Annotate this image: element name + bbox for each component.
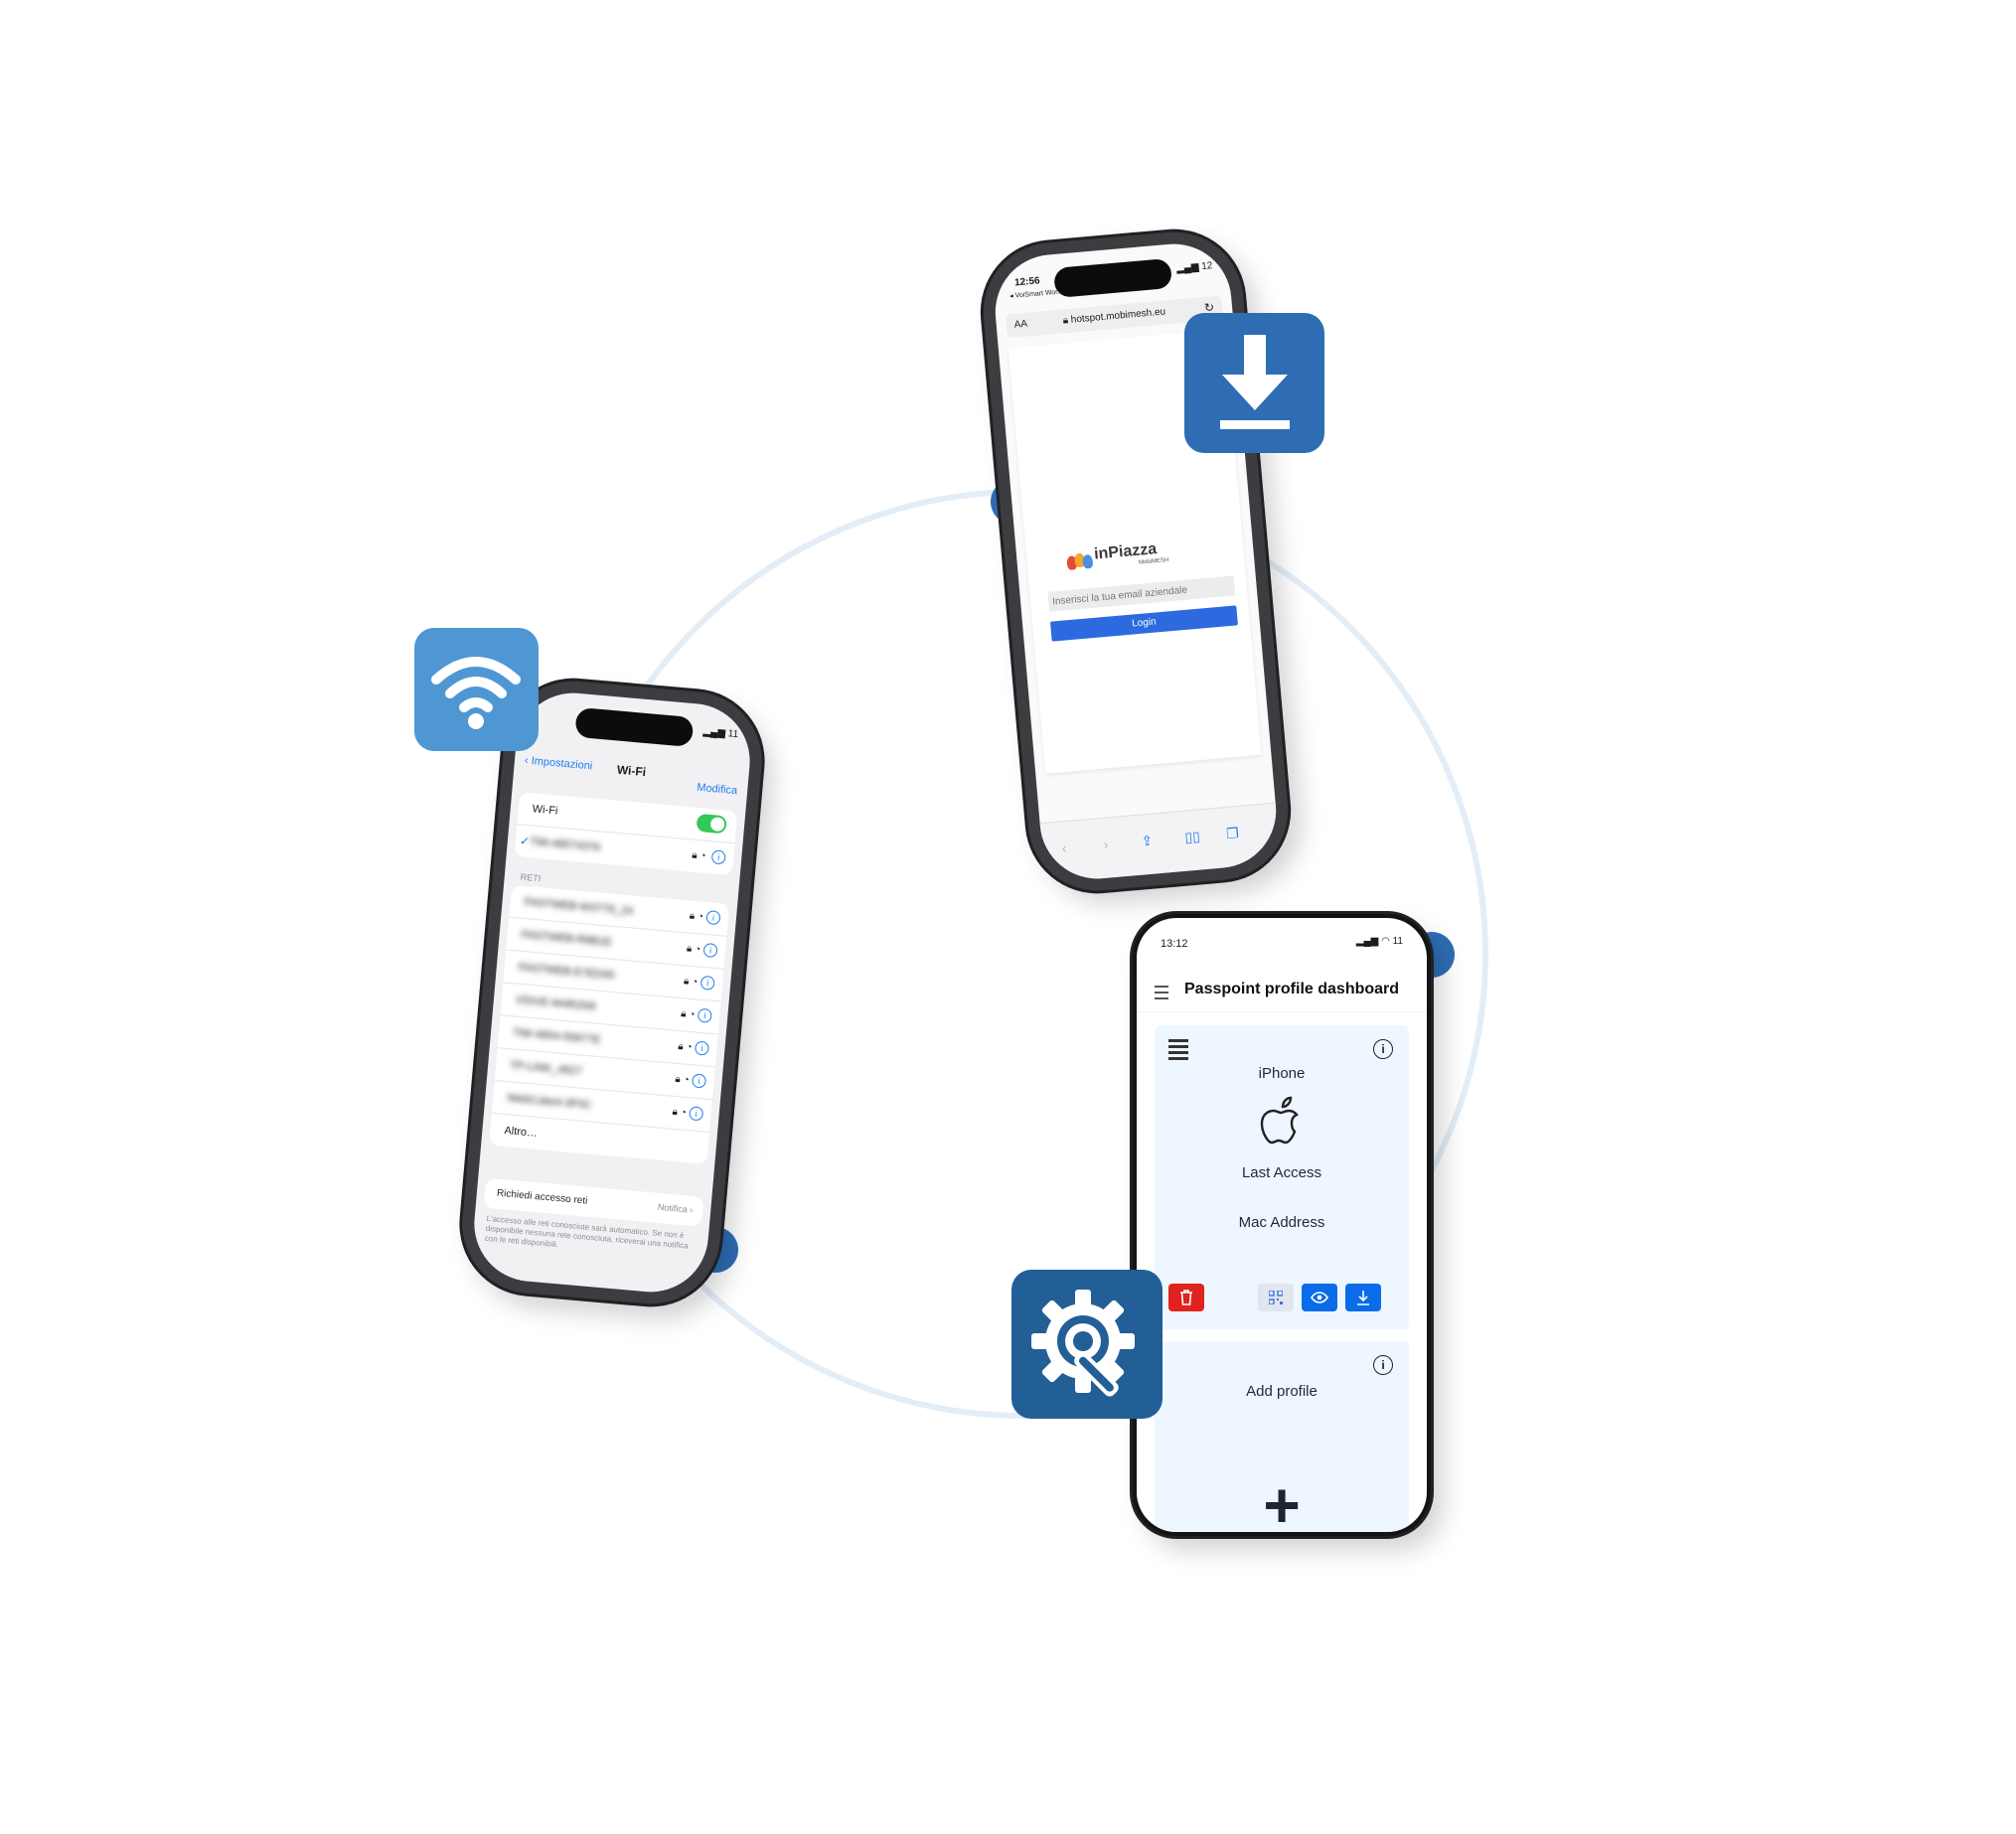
- browser-toolbar: ‹ › ⇪ ▯▯ ❐: [1039, 802, 1282, 884]
- network-name: FASTWEB-W37T8_24: [524, 895, 634, 918]
- info-icon[interactable]: i: [705, 910, 721, 926]
- download-icon: [1357, 1291, 1369, 1305]
- forward-arrow-icon[interactable]: ›: [1103, 836, 1110, 852]
- battery-indicator: 11: [1392, 936, 1403, 947]
- lock-icon: 🔒︎: [680, 1008, 688, 1020]
- bookmarks-icon[interactable]: ▯▯: [1183, 828, 1201, 845]
- wifi-settings-phone: ▂▄▆ 11 ‹ Impostazioni Wi-Fi Modifica Wi-…: [456, 675, 768, 1310]
- qr-code-icon: [1268, 1290, 1284, 1305]
- info-icon[interactable]: i: [1373, 1039, 1393, 1059]
- networks-section-label: RETI: [520, 871, 542, 884]
- status-time: 12:56: [1013, 275, 1041, 289]
- network-name: TP-LINK_4827: [509, 1059, 583, 1078]
- tools-tile: [1011, 1270, 1163, 1419]
- wifi-signal-icon: ◔: [697, 911, 704, 923]
- info-icon[interactable]: i: [702, 942, 718, 959]
- back-to-app[interactable]: ◂ VoiSmart Wor...: [1008, 288, 1064, 301]
- menu-icon[interactable]: [1155, 986, 1168, 999]
- dynamic-island: [574, 706, 695, 748]
- battery-indicator: 11: [727, 728, 739, 741]
- lock-icon: 🔒︎: [1062, 315, 1069, 327]
- wifi-tile: [414, 628, 539, 751]
- connected-network-name: TIM-48574376: [529, 836, 601, 854]
- dynamic-island: [1052, 257, 1173, 298]
- signal-icon: ▂▄▆: [1355, 936, 1379, 947]
- passpoint-dashboard-phone: 13:12 ▂▄▆ ◠ 11 Passpoint profile dashboa…: [1133, 914, 1431, 1536]
- app-header: Passpoint profile dashboard: [1137, 968, 1427, 1012]
- url-text: hotspot.mobimesh.eu: [1070, 306, 1166, 326]
- device-name: iPhone: [1258, 1065, 1306, 1082]
- lock-icon: 🔒︎: [691, 849, 698, 861]
- info-icon[interactable]: i: [689, 1106, 704, 1122]
- back-arrow-icon[interactable]: ‹: [1061, 840, 1068, 856]
- download-profile-button[interactable]: [1345, 1284, 1381, 1311]
- add-profile-label: Add profile: [1246, 1383, 1318, 1400]
- delete-button[interactable]: [1168, 1284, 1204, 1311]
- lock-icon: 🔒︎: [689, 910, 696, 922]
- network-name: FASTWEB-E7ED95: [518, 961, 616, 983]
- wifi-toggle-label: Wi-Fi: [532, 803, 558, 818]
- wifi-signal-icon: ◔: [680, 1107, 688, 1119]
- ask-join-label: Richiedi accesso reti: [496, 1187, 588, 1207]
- ask-join-value: Notifica: [657, 1201, 689, 1215]
- info-icon[interactable]: i: [699, 975, 715, 991]
- wifi-toggle[interactable]: [696, 813, 727, 835]
- wifi-toggle-card: Wi-Fi ✓ TIM-48574376 🔒︎ ◔ i: [514, 792, 738, 876]
- status-time: 13:12: [1161, 938, 1188, 950]
- mac-address-label: Mac Address: [1238, 1214, 1325, 1231]
- networks-list: FASTWEB-W37T8_24 🔒︎ ◔i FASTWEB-R8B1E 🔒︎ …: [489, 884, 730, 1164]
- logo-icon: [1082, 553, 1094, 569]
- view-profile-button[interactable]: [1302, 1284, 1337, 1311]
- page-title: Passpoint profile dashboard: [1184, 981, 1400, 997]
- network-name: WebCube4-3F0C: [506, 1092, 592, 1112]
- lock-icon: 🔒︎: [674, 1073, 682, 1086]
- wifi-settings-screen: ▂▄▆ 11 ‹ Impostazioni Wi-Fi Modifica Wi-…: [469, 688, 755, 1298]
- email-input[interactable]: [1047, 575, 1236, 612]
- wifi-status-icon: ◠: [1381, 936, 1390, 947]
- wifi-signal-icon: ◔: [688, 1008, 696, 1021]
- add-profile-plus-icon[interactable]: +: [1263, 1469, 1301, 1532]
- share-icon[interactable]: ⇪: [1140, 832, 1154, 849]
- wifi-signal-icon: ◔: [698, 850, 706, 862]
- edit-button[interactable]: Modifica: [696, 781, 738, 798]
- network-name: FASTWEB-R8B1E: [521, 928, 612, 949]
- add-profile-card[interactable]: i Add profile +: [1155, 1341, 1409, 1532]
- chevron-right-icon: ›: [689, 1204, 694, 1215]
- info-icon[interactable]: i: [691, 1073, 707, 1089]
- battery-indicator: 12: [1200, 260, 1213, 273]
- network-name: VDIVE-W4R2N5: [515, 993, 597, 1013]
- eye-icon: [1311, 1292, 1328, 1303]
- lock-icon: 🔒︎: [686, 943, 693, 955]
- lock-icon: 🔒︎: [683, 976, 690, 988]
- trash-icon: [1180, 1290, 1192, 1305]
- signal-icon: ▂▄▆: [702, 726, 726, 739]
- passpoint-dashboard-screen: 13:12 ▂▄▆ ◠ 11 Passpoint profile dashboa…: [1137, 918, 1427, 1532]
- wifi-signal-icon: ◔: [694, 944, 701, 956]
- gear-wrench-icon: [1031, 1290, 1135, 1397]
- signal-icon: ▂▄▆: [1175, 261, 1200, 275]
- apple-icon: [1260, 1096, 1299, 1145]
- brand-subtitle: MobiMESH: [1138, 557, 1169, 566]
- info-icon[interactable]: i: [697, 1007, 712, 1023]
- profile-card: i iPhone Last Access Mac Address: [1155, 1025, 1409, 1329]
- wifi-signal-icon: ◔: [683, 1074, 691, 1087]
- last-access-label: Last Access: [1241, 1164, 1322, 1181]
- lock-icon: 🔒︎: [677, 1041, 685, 1053]
- login-button[interactable]: Login: [1049, 605, 1238, 642]
- wifi-signal-icon: ◔: [685, 1041, 693, 1054]
- info-icon[interactable]: i: [694, 1040, 710, 1056]
- other-network-label: Altro…: [503, 1125, 539, 1140]
- info-icon[interactable]: i: [1373, 1355, 1393, 1375]
- wifi-signal-icon: ◔: [691, 976, 698, 989]
- network-name: TIM-4854-55877E: [512, 1026, 601, 1047]
- download-icon: [1220, 335, 1290, 429]
- download-tile: [1184, 313, 1324, 453]
- info-icon[interactable]: i: [710, 849, 726, 865]
- tabs-icon[interactable]: ❐: [1225, 825, 1240, 842]
- qr-code-button[interactable]: [1258, 1284, 1294, 1311]
- lock-icon: 🔒︎: [672, 1106, 679, 1119]
- wifi-icon: [431, 657, 521, 729]
- list-icon[interactable]: [1168, 1039, 1188, 1060]
